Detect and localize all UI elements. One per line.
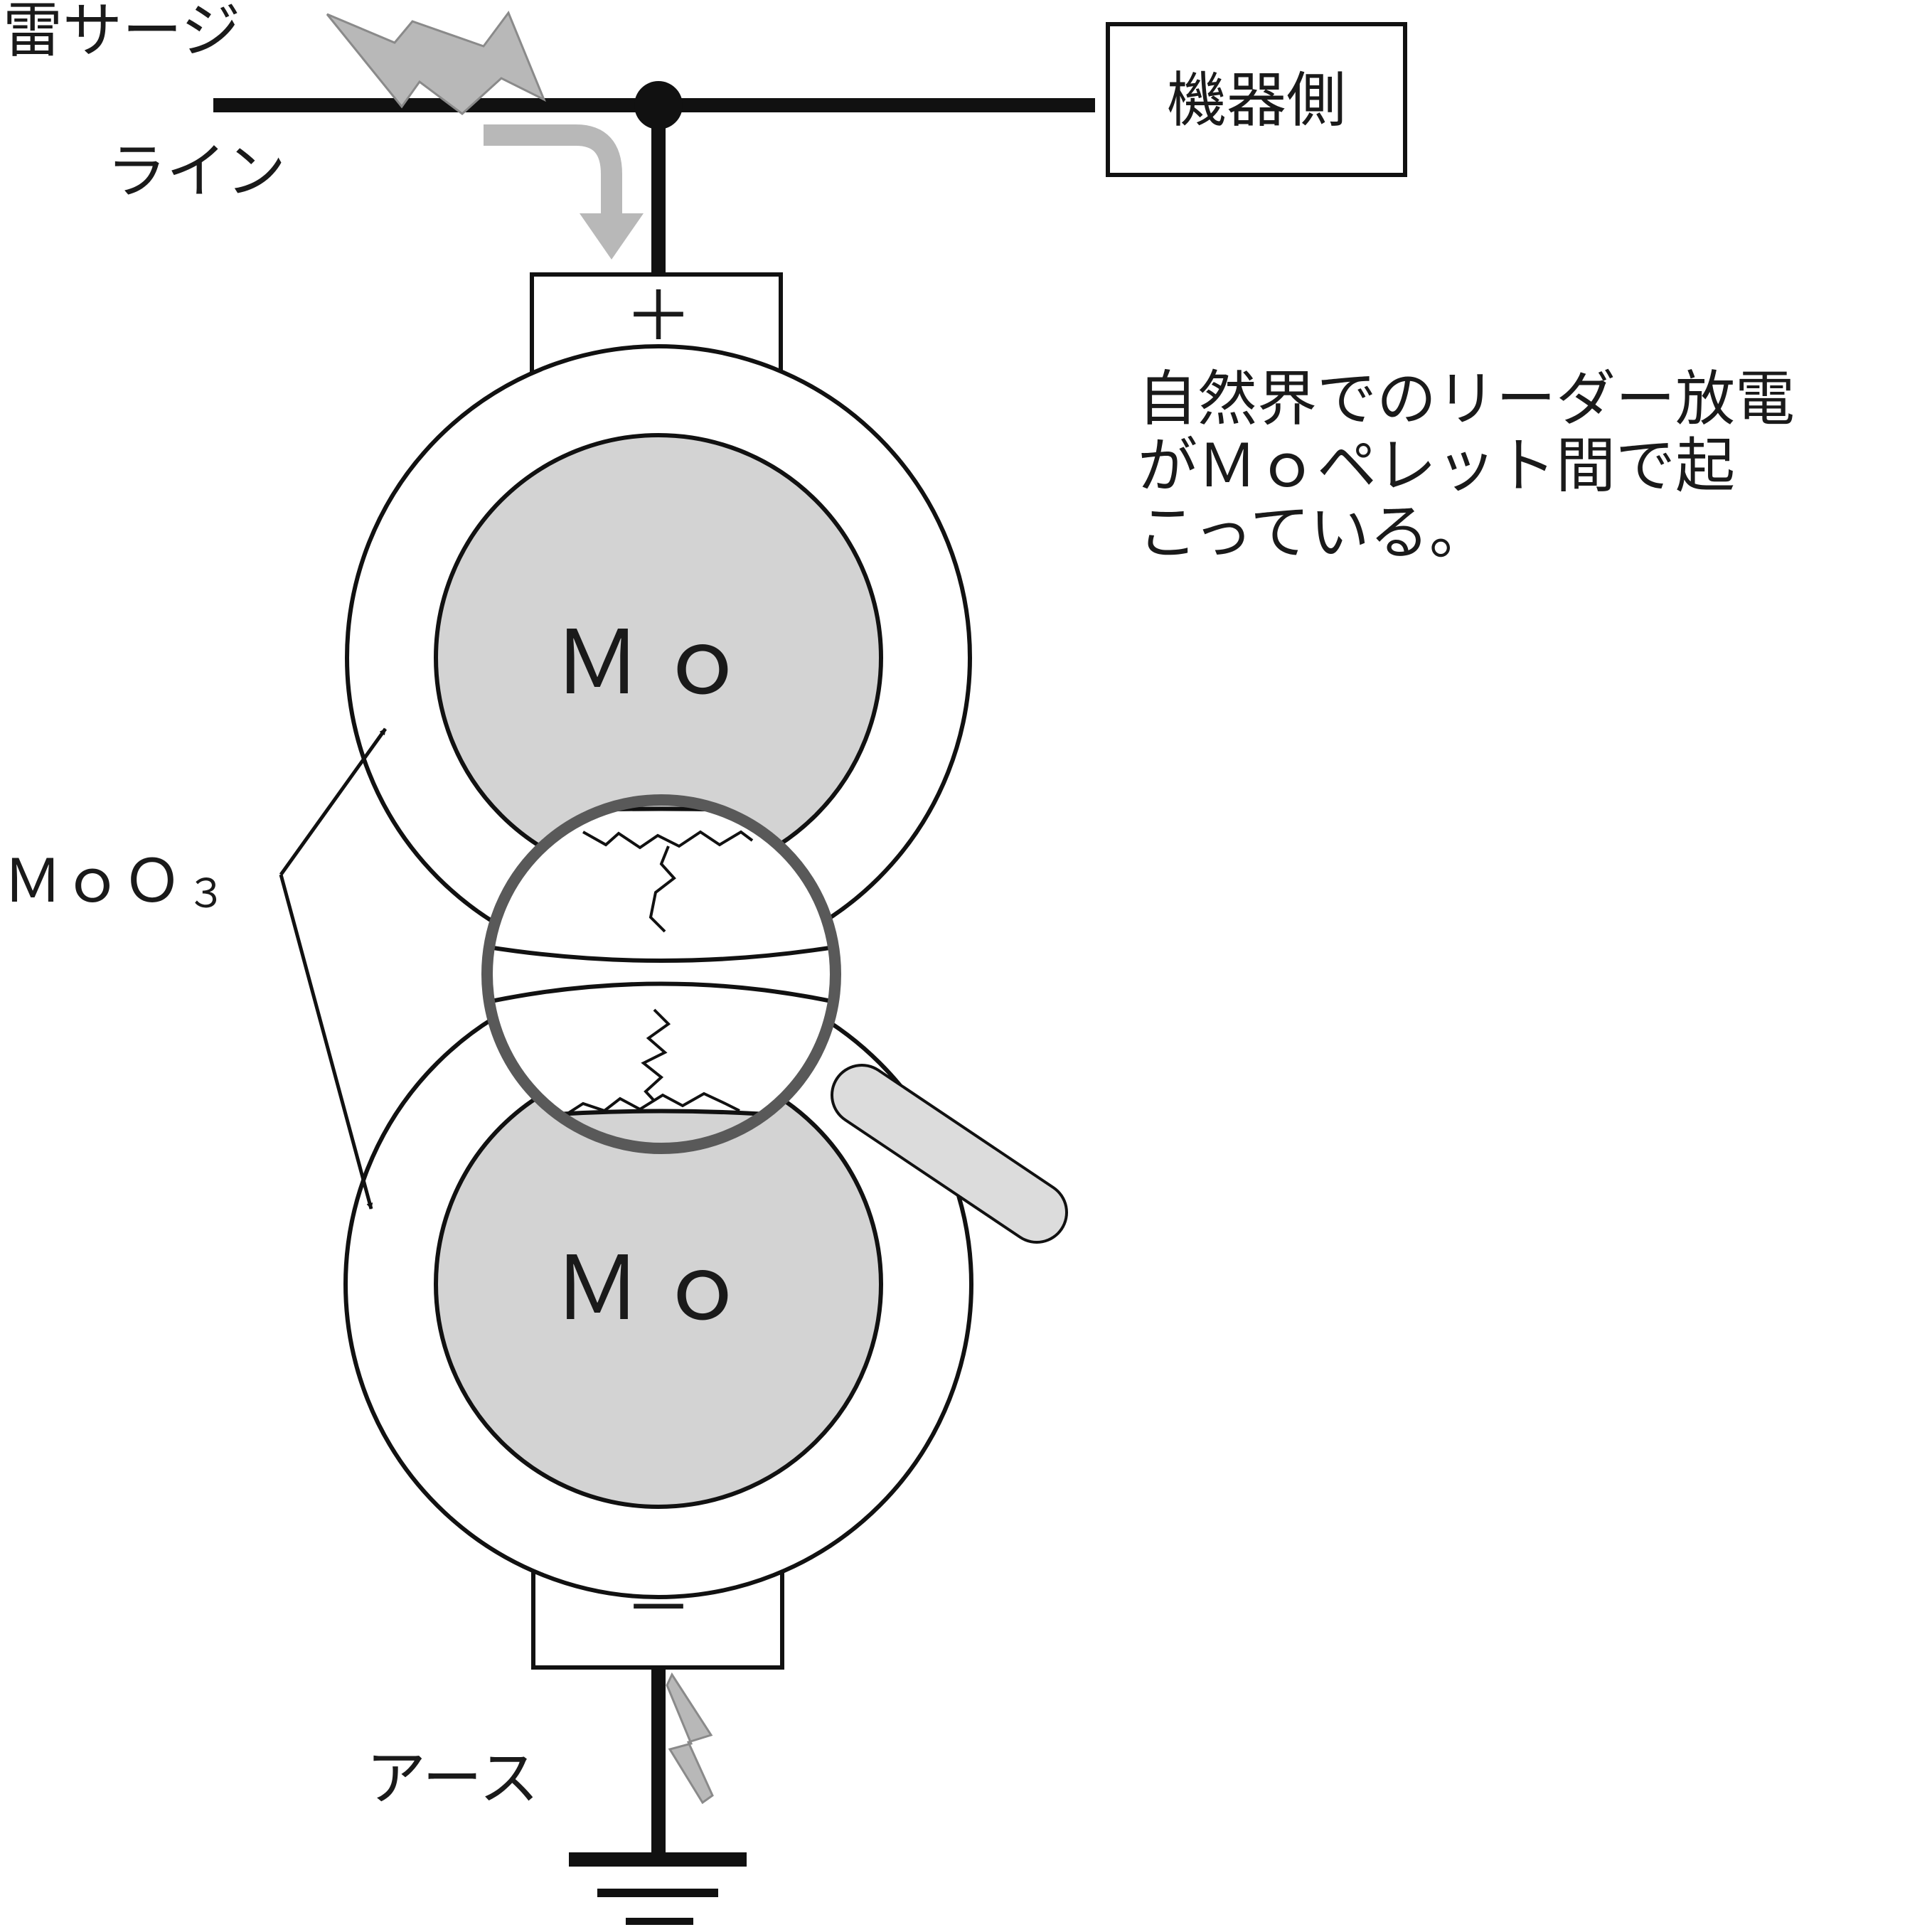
earth-surge-icon xyxy=(666,1672,714,1805)
curved-arrow-icon xyxy=(484,124,622,220)
description-line-1: 自然界でのリーダー放電 xyxy=(1138,364,1795,434)
upper-crystal-growth xyxy=(582,830,754,850)
moo3-arrow-upper xyxy=(279,727,388,876)
upper-mo-label: Ｍｏ xyxy=(553,612,764,715)
earth-label: アース xyxy=(366,1744,539,1813)
description-line-3: こっている。 xyxy=(1138,498,1489,567)
lower-discharge-path xyxy=(641,1008,671,1102)
magnifying-glass-icon xyxy=(481,794,841,1154)
line-label: ライン xyxy=(107,137,286,206)
lightning-surge-label: 雷サージ xyxy=(3,0,240,65)
lightning-bolt-icon xyxy=(326,10,546,115)
upper-discharge-path xyxy=(649,845,676,933)
equipment-label: 機器側 xyxy=(1167,65,1346,135)
plus-sign: ＋ xyxy=(624,277,693,356)
description-line-2: がＭｏペレット間で起 xyxy=(1138,431,1735,501)
moo3-arrow-lower xyxy=(279,874,373,1210)
equipment-box xyxy=(1106,22,1407,177)
lower-mo-label: Ｍｏ xyxy=(553,1238,764,1340)
lower-crystal-growth xyxy=(564,1092,740,1116)
curved-arrow-head xyxy=(580,213,644,260)
magnified-lower-shell-edge xyxy=(487,981,836,1013)
magnifier-handle xyxy=(833,1067,1065,1241)
magnified-upper-shell-edge xyxy=(487,938,836,963)
